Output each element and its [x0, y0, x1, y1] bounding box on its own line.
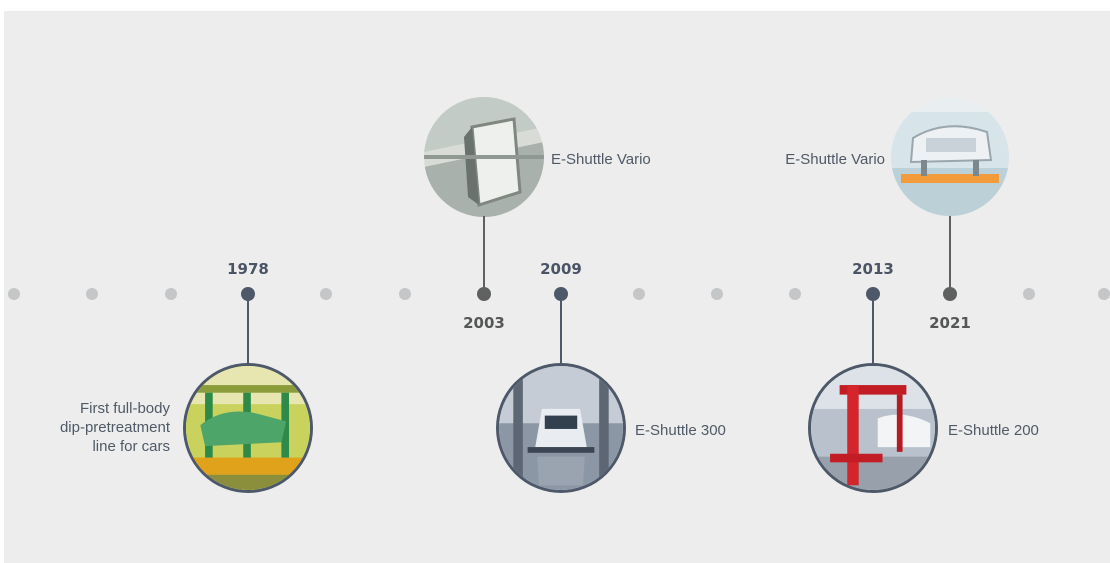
milestone-year: 2013	[852, 260, 894, 278]
pretreatment-line-photo	[183, 363, 313, 493]
timeline-dot	[320, 288, 332, 300]
milestone-caption: E-Shuttle 300	[635, 422, 726, 439]
milestone-year: 2009	[540, 260, 582, 278]
milestone-connector	[247, 300, 249, 364]
milestone-caption-line: First full-body	[79, 400, 170, 417]
timeline-dot	[8, 288, 20, 300]
milestone-dot	[554, 287, 568, 301]
milestone-connector	[483, 216, 485, 290]
e-shuttle-vario-photo	[424, 97, 544, 217]
milestone-connector	[872, 300, 874, 364]
timeline-dot	[86, 288, 98, 300]
milestone-caption: E-Shuttle 200	[948, 422, 1039, 439]
timeline-dot	[789, 288, 801, 300]
e-shuttle-200-photo	[808, 363, 938, 493]
milestone-caption: E-Shuttle Vario	[551, 151, 651, 168]
timeline-dot	[1098, 288, 1110, 300]
milestone-caption: E-Shuttle Vario	[785, 151, 885, 168]
milestone-year: 2003	[463, 314, 505, 332]
milestone-connector	[560, 300, 562, 364]
milestone-dot	[866, 287, 880, 301]
timeline-dot	[1023, 288, 1035, 300]
e-shuttle-vario-2021-photo	[891, 98, 1009, 216]
milestone-year: 1978	[227, 260, 269, 278]
milestone-connector	[949, 216, 951, 290]
milestone-year: 2021	[929, 314, 971, 332]
timeline-dot	[399, 288, 411, 300]
milestone-dot	[943, 287, 957, 301]
milestone-dot	[241, 287, 255, 301]
timeline-dot	[711, 288, 723, 300]
milestone-caption: First full-body dip-pretreatment line fo…	[60, 399, 170, 456]
milestone-caption-line: line for cars	[92, 438, 170, 455]
e-shuttle-300-photo	[496, 363, 626, 493]
timeline-dot	[165, 288, 177, 300]
milestone-dot	[477, 287, 491, 301]
timeline-dot	[633, 288, 645, 300]
milestone-caption-line: dip-pretreatment	[59, 419, 170, 436]
